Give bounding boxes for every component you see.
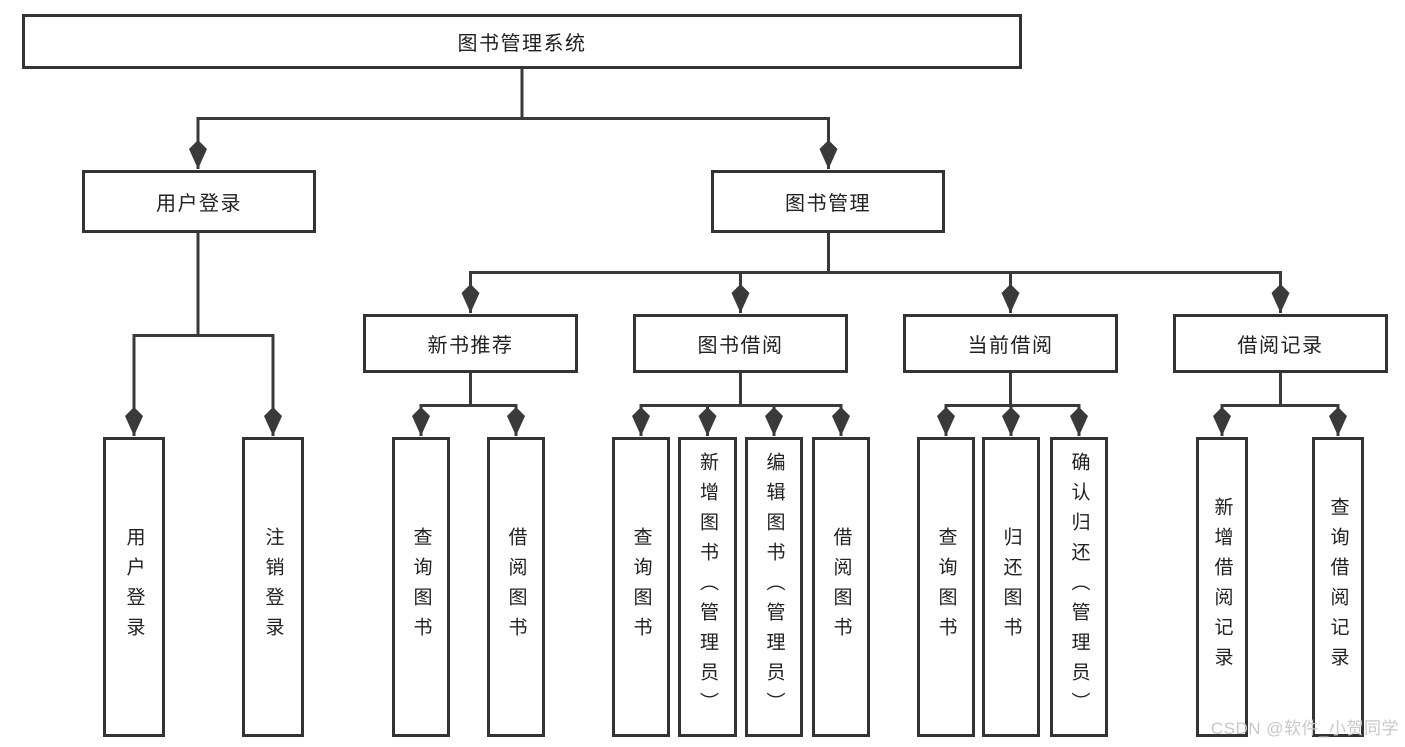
node-label: 新书推荐 — [427, 335, 514, 357]
node-label: 借阅图书 — [830, 527, 852, 647]
node-new-book-recommend: 新书推荐 — [363, 314, 578, 373]
node-label: 借阅图书 — [505, 527, 527, 647]
leaf-borrow-query-books: 查询图书 — [612, 437, 670, 737]
leaf-current-return-books: 归还图书 — [982, 437, 1040, 737]
leaf-logout: 注销登录 — [242, 437, 304, 737]
node-label: 确认归还（管理员） — [1068, 452, 1090, 722]
node-label: 注销登录 — [262, 527, 284, 647]
leaf-current-query-books: 查询图书 — [917, 437, 975, 737]
node-label: 当前借阅 — [967, 335, 1054, 357]
node-label: 查询借阅记录 — [1327, 497, 1349, 677]
connector-book-mgmt — [470, 233, 1281, 274]
connector-current-borrow — [946, 373, 1079, 407]
leaf-borrow-add-books-admin: 新增图书（管理员） — [678, 437, 737, 737]
connector-book-borrow — [641, 373, 841, 407]
node-label: 图书管理系统 — [457, 33, 587, 55]
leaf-borrow-borrow-books: 借阅图书 — [812, 437, 870, 737]
connector-new-book — [421, 373, 516, 407]
node-current-borrow: 当前借阅 — [903, 314, 1118, 373]
connector-borrow-records — [1222, 373, 1338, 407]
node-user-login: 用户登录 — [82, 170, 316, 233]
leaf-user-login: 用户登录 — [103, 437, 165, 737]
leaf-records-add-record: 新增借阅记录 — [1196, 437, 1248, 737]
node-label: 新增图书（管理员） — [697, 452, 718, 722]
leaf-records-query-record: 查询借阅记录 — [1312, 437, 1364, 737]
node-label: 归还图书 — [1000, 527, 1022, 647]
node-book-management: 图书管理 — [711, 170, 945, 233]
node-label: 查询图书 — [935, 527, 957, 647]
node-library-management-system: 图书管理系统 — [22, 14, 1022, 69]
node-label: 查询图书 — [410, 527, 432, 647]
node-borrow-records: 借阅记录 — [1173, 314, 1388, 373]
leaf-borrow-edit-books-admin: 编辑图书（管理员） — [745, 437, 803, 737]
node-label: 图书借阅 — [697, 335, 784, 357]
leaf-newrec-borrow-books: 借阅图书 — [487, 437, 545, 737]
node-label: 用户登录 — [123, 527, 145, 647]
connector-root — [198, 69, 829, 120]
leaf-newrec-query-books: 查询图书 — [392, 437, 450, 737]
node-label: 查询图书 — [630, 527, 652, 647]
node-book-borrow: 图书借阅 — [633, 314, 848, 373]
watermark: CSDN @软件_小贺同学 — [1210, 719, 1399, 738]
node-label: 图书管理 — [785, 193, 871, 215]
node-label: 借阅记录 — [1237, 335, 1324, 357]
node-label: 用户登录 — [156, 193, 242, 215]
connector-user-login — [134, 233, 273, 337]
node-label: 新增借阅记录 — [1211, 497, 1233, 677]
leaf-current-confirm-return-admin: 确认归还（管理员） — [1050, 437, 1108, 737]
node-label: 编辑图书（管理员） — [763, 452, 785, 722]
